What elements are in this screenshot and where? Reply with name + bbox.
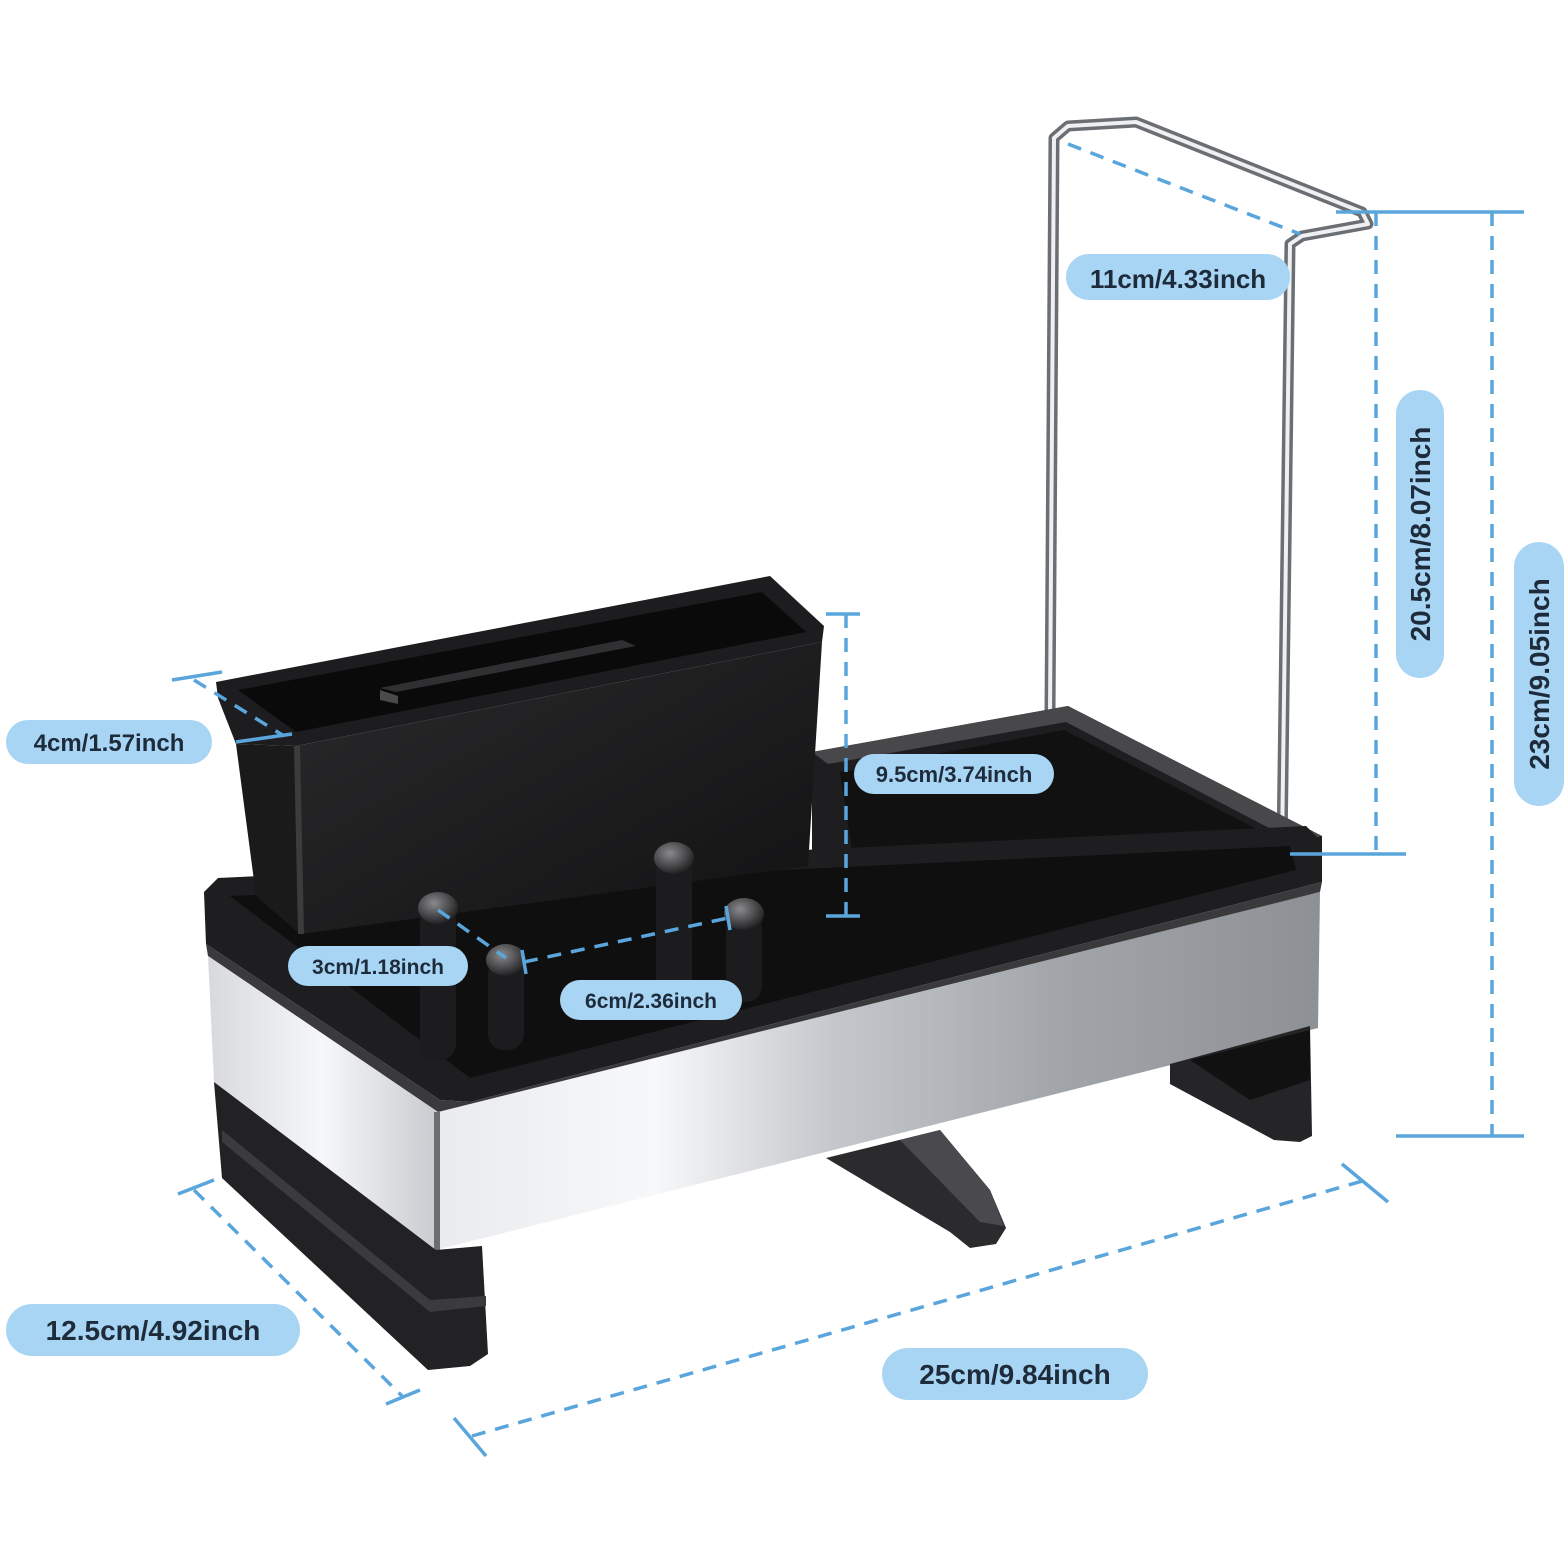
label-cup-depth: 4cm/1.57inch (6, 720, 212, 764)
dim-line-cup-depth (193, 678, 285, 738)
sink-caddy-product (204, 116, 1374, 1370)
label-total-height: 23cm/9.05inch (1514, 542, 1564, 806)
label-base-depth: 12.5cm/4.92inch (6, 1304, 300, 1356)
dim-line-base-depth (192, 1188, 404, 1398)
svg-text:20.5cm/8.07inch: 20.5cm/8.07inch (1405, 427, 1436, 642)
dim-line-handle-width (1067, 142, 1301, 236)
label-peg-spacing-short: 3cm/1.18inch (288, 946, 468, 986)
svg-text:11cm/4.33inch: 11cm/4.33inch (1090, 264, 1266, 294)
svg-text:3cm/1.18inch: 3cm/1.18inch (312, 956, 444, 979)
label-base-length: 25cm/9.84inch (882, 1348, 1148, 1400)
utensil-cup (216, 576, 824, 934)
dim-line-peg-short (436, 908, 508, 960)
svg-text:25cm/9.84inch: 25cm/9.84inch (919, 1359, 1110, 1390)
label-handle-width: 11cm/4.33inch (1066, 254, 1290, 300)
label-peg-spacing-long: 6cm/2.36inch (560, 980, 742, 1020)
peg (486, 944, 526, 1050)
dimension-lines (171, 142, 1524, 1458)
svg-text:4cm/1.57inch: 4cm/1.57inch (34, 730, 185, 757)
peg (654, 842, 694, 998)
svg-text:9.5cm/3.74inch: 9.5cm/3.74inch (876, 762, 1033, 787)
svg-text:6cm/2.36inch: 6cm/2.36inch (585, 990, 717, 1013)
label-cup-height: 9.5cm/3.74inch (854, 754, 1054, 794)
peg (724, 898, 764, 1002)
dim-line-peg-long (523, 916, 729, 964)
svg-text:23cm/9.05inch: 23cm/9.05inch (1524, 578, 1555, 769)
dimension-labels: 11cm/4.33inch 20.5cm/8.07inch 23cm/9.05i… (6, 254, 1564, 1400)
label-handle-height: 20.5cm/8.07inch (1396, 390, 1444, 678)
dim-line-base-length (471, 1178, 1367, 1438)
svg-text:12.5cm/4.92inch: 12.5cm/4.92inch (46, 1315, 261, 1346)
